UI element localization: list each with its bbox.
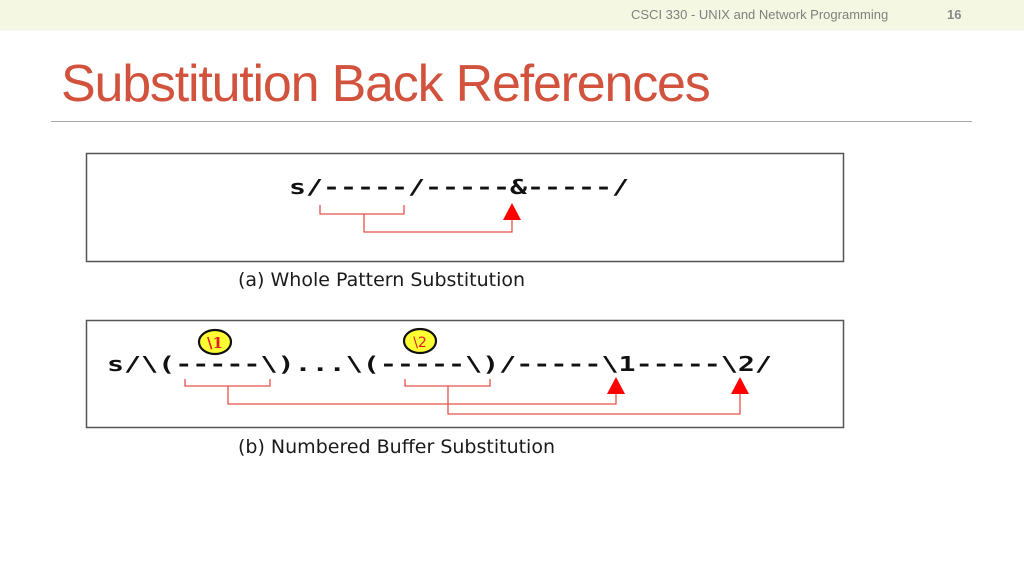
slide-title: Substitution Back References: [61, 55, 711, 113]
slide-header-bar: CSCI 330 - UNIX and Network Programming …: [0, 0, 1024, 29]
figure-a-command: s/-----/-----&-----/: [289, 175, 629, 199]
title-divider: [51, 121, 972, 122]
figure-a-frame: [85, 152, 845, 263]
buffer-1-badge: \1: [197, 328, 233, 356]
arrow-up-icon: [607, 377, 625, 394]
page-number: 16: [947, 7, 962, 22]
figure-b-brackets: [184, 379, 741, 415]
svg-text:\2: \2: [413, 335, 427, 351]
figure-b-command: s/\(-----\)...\(-----\)/-----\1-----\2/: [107, 352, 772, 376]
figure-b-caption: (b) Numbered Buffer Substitution: [238, 436, 556, 458]
figure-a-caption: (a) Whole Pattern Substitution: [238, 269, 526, 291]
figure-b-numbered-buffer: s/\(-----\)...\(-----\)/-----\1-----\2/ …: [85, 319, 845, 429]
figure-a-whole-pattern: s/-----/-----&-----/: [85, 152, 845, 263]
buffer-2-badge: \2: [402, 327, 438, 355]
course-title: CSCI 330 - UNIX and Network Programming: [631, 7, 889, 22]
figure-a-bracket: [319, 205, 513, 233]
arrow-up-icon: [503, 203, 521, 220]
arrow-up-icon: [731, 377, 749, 394]
svg-text:\1: \1: [207, 334, 223, 352]
